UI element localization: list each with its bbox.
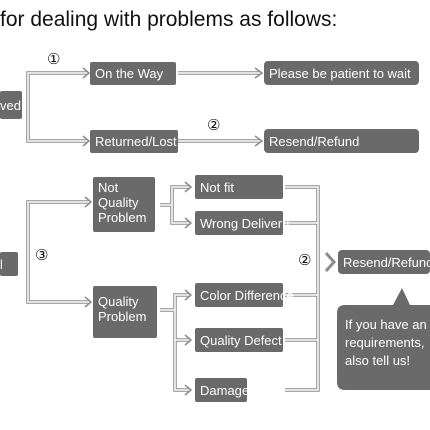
arrowhead <box>84 296 93 308</box>
node-color-difference: Color Difference <box>195 283 294 307</box>
node-not-quality-problem: Not Quality Problem <box>93 177 155 232</box>
marker-two-right: ② <box>298 252 312 269</box>
arrowhead <box>254 67 264 79</box>
marker-two-top: ② <box>207 117 221 134</box>
node-resend-refund-right: Resend/Refunc <box>338 250 430 274</box>
node-received: ved <box>0 91 22 119</box>
node-resend-refund-top: Resend/Refund <box>264 129 419 153</box>
arrowhead <box>82 67 91 79</box>
arrowhead <box>184 289 193 301</box>
node-be-patient: Please be patient to wait <box>264 61 419 85</box>
arrowhead <box>184 181 193 193</box>
node-on-the-way: On the Way <box>90 62 176 85</box>
node-wrong-delivery: Wrong Deliveru <box>195 211 289 235</box>
marker-three: ③ <box>35 247 49 264</box>
arrowhead <box>184 384 193 396</box>
node-not-fit: Not fit <box>195 175 283 199</box>
page-title: for dealing with problems as follows: <box>0 8 338 31</box>
speech-bubble <box>337 288 430 390</box>
node-left-bottom: l <box>0 252 18 276</box>
node-quality-defect: Quality Defect <box>195 328 283 352</box>
chevron-right-icon <box>324 252 337 272</box>
arrowhead <box>84 196 93 208</box>
marker-one: ① <box>47 51 61 68</box>
arrowhead <box>184 217 193 229</box>
node-quality-problem: Quality Problem <box>93 286 157 338</box>
connector-received-branch <box>26 71 88 143</box>
node-damage: Damage <box>195 378 249 402</box>
bubble-text: If you have an requirements, also tell u… <box>345 317 427 368</box>
arrowhead <box>82 135 91 147</box>
node-returned-lost: Returned/Lost <box>90 130 178 153</box>
arrowhead <box>184 334 193 346</box>
arrowhead <box>254 135 264 147</box>
